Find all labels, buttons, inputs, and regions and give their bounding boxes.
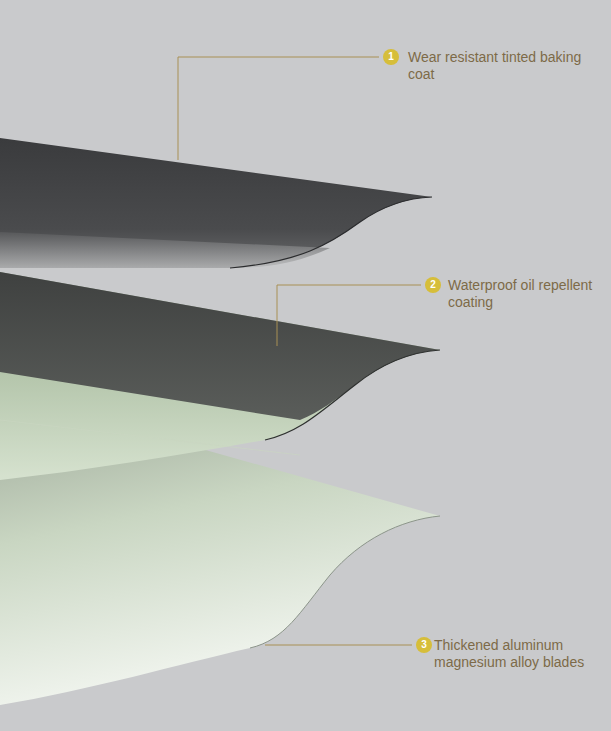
callout-number: 1 bbox=[383, 49, 399, 65]
leader-line bbox=[178, 57, 379, 160]
leader-line bbox=[265, 645, 412, 646]
part-label: Wear resistant tinted baking coat bbox=[408, 49, 588, 83]
callout-number: 2 bbox=[425, 277, 441, 293]
callout-number: 3 bbox=[416, 637, 432, 653]
part-label: Waterproof oil repellent coating bbox=[448, 277, 598, 311]
part-label: Thickened aluminum magnesium alloy blade… bbox=[434, 637, 604, 671]
leader-line bbox=[277, 285, 421, 346]
